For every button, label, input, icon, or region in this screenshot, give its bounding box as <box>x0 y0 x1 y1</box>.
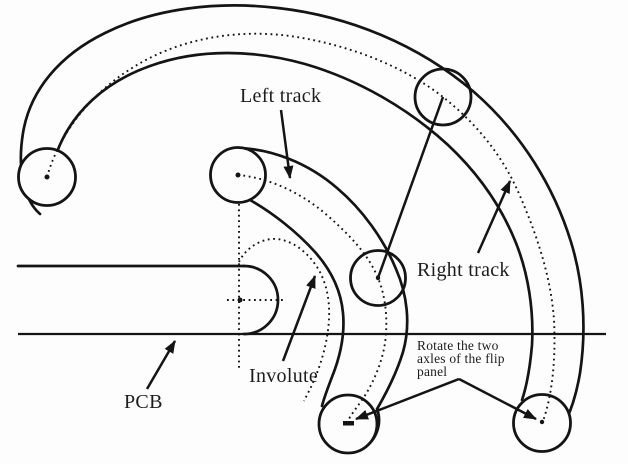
label-rotate-line1: Rotate the two <box>417 338 499 353</box>
label-pcb: PCB <box>124 391 163 413</box>
right-track-inner-edge <box>55 51 534 402</box>
label-right-track: Right track <box>417 259 510 281</box>
label-rotate-line3: panel <box>417 364 447 379</box>
center-dash-track-end <box>343 421 354 426</box>
top-axle-circle <box>413 67 473 127</box>
center-dot-track-start <box>235 172 241 178</box>
center-dot-right-end <box>539 419 545 425</box>
left-track-centerline <box>237 174 388 422</box>
label-rotate-line2: axles of the flip <box>417 351 505 366</box>
center-dot-left-axle <box>44 174 50 180</box>
rotate-arrow-right <box>458 377 537 421</box>
center-dot-cap <box>237 297 243 303</box>
involute-dotted-curve <box>238 238 331 402</box>
left-track-inner-edge <box>248 198 345 408</box>
axle-link-line <box>376 96 445 279</box>
left-track-arrow <box>279 109 294 179</box>
label-involute: Involute <box>249 365 318 387</box>
pcb-arrow <box>145 340 177 390</box>
rotate-arrow-left <box>355 377 460 421</box>
involute-arrow <box>281 275 317 362</box>
right-track-outer-edge <box>19 4 585 453</box>
left-track-outer-edge <box>236 146 409 451</box>
label-left-track: Left track <box>240 85 321 107</box>
mid-axle-circle <box>349 249 407 307</box>
right-track-arrow <box>476 180 512 254</box>
pcb-end-cap <box>242 264 280 336</box>
right-track-centerline <box>46 32 556 422</box>
